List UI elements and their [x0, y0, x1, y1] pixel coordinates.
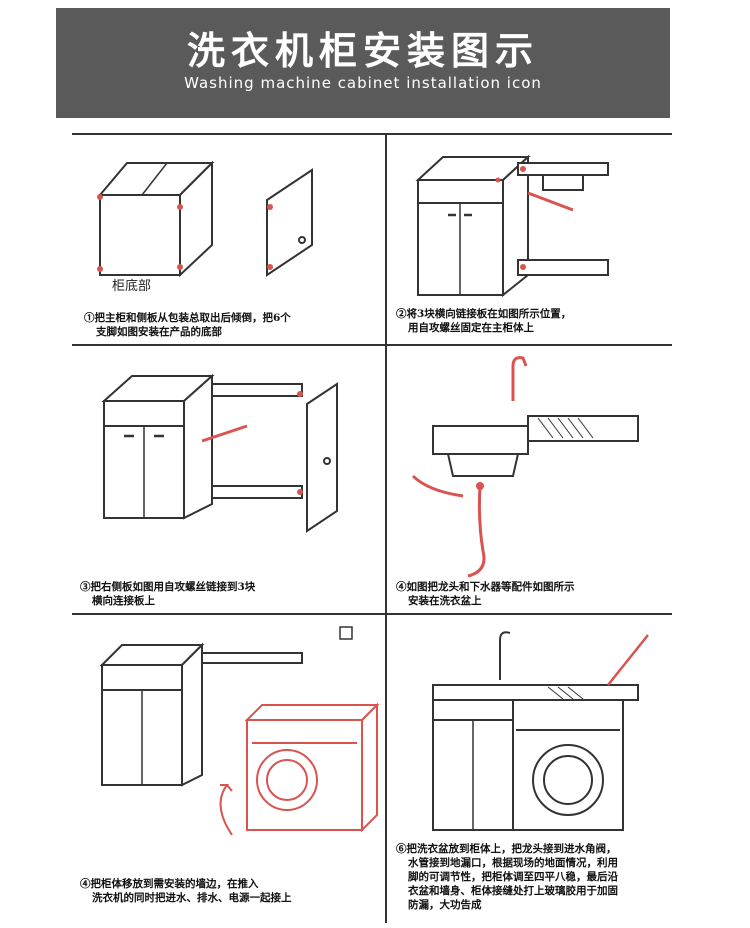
step-3-panel: ③把右侧板如图用自攻螺丝链接到3块 横向连接板上 — [72, 346, 384, 612]
step-4-panel: ④如图把龙头和下水器等配件如图所示 安装在洗衣盆上 — [388, 346, 672, 612]
grid-line-row1 — [72, 344, 672, 346]
step-5-panel: ④把柜体移放到需安装的墙边，在推入 洗衣机的同时把进水、排水、电源一起接上 — [72, 615, 384, 925]
step-3-illustration — [101, 373, 338, 533]
step-2-caption: ②将3块横向链接板在如图所示位置， 用自攻螺丝固定在主柜体上 — [396, 308, 572, 334]
step-5-caption: ④把柜体移放到需安装的墙边，在推入 洗衣机的同时把进水、排水、电源一起接上 — [80, 878, 292, 904]
step-1-caption: ①把主柜和侧板从包装总取出后倾倒，把6个 支脚如图安装在产品的底部 — [84, 312, 291, 338]
page-subtitle: Washing machine cabinet installation ico… — [184, 74, 542, 92]
step-6-panel: ⑥把洗衣盆放到柜体上，把龙头接到进水角阀， 水管接到地漏口，根据现场的地面情况，… — [388, 615, 672, 925]
step-6-illustration — [432, 631, 649, 831]
step-1-illustration — [97, 160, 313, 278]
step-4-caption: ④如图把龙头和下水器等配件如图所示 安装在洗衣盆上 — [396, 581, 575, 607]
step-6-caption: ⑥把洗衣盆放到柜体上，把龙头接到进水角阀， 水管接到地漏口，根据现场的地面情况，… — [396, 843, 618, 911]
step-1-panel: 柜底部 ①把主柜和侧板从包装总取出后倾倒，把6个 支脚如图安装在产品的底部 — [72, 135, 384, 343]
page-title: 洗衣机柜安装图示 — [186, 29, 539, 73]
header-banner: 洗衣机柜安装图示 Washing machine cabinet install… — [56, 8, 670, 118]
grid-line-row2 — [72, 613, 672, 615]
step-2-panel: ②将3块横向链接板在如图所示位置， 用自攻螺丝固定在主柜体上 — [388, 135, 672, 343]
step-3-caption: ③把右侧板如图用自攻螺丝链接到3块 横向连接板上 — [80, 581, 256, 607]
step-4-illustration — [411, 356, 639, 578]
grid-line-vertical — [385, 133, 387, 923]
step-2-illustration — [415, 154, 609, 298]
step-5-illustration — [99, 626, 380, 836]
cabinet-bottom-label: 柜底部 — [112, 279, 152, 294]
grid-line-top — [72, 133, 672, 135]
